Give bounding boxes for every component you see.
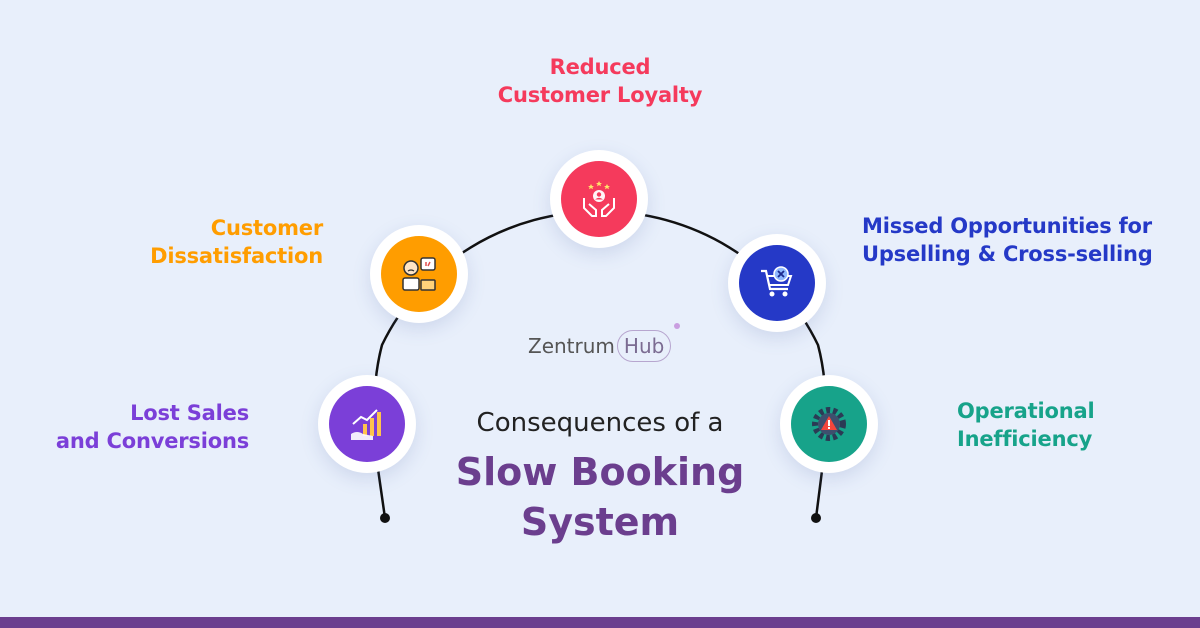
heading-title: Slow Booking System: [440, 447, 760, 547]
zentrum-hub-logo: Zentrum Hub: [528, 323, 681, 362]
node-lost-sales: [318, 375, 416, 473]
label-line: Missed Opportunities for: [862, 214, 1152, 238]
node-loyalty: [550, 150, 648, 248]
arc-end-right-dot: [811, 513, 821, 523]
logo-text-zentrum: Zentrum: [528, 334, 615, 358]
label-line: Operational: [957, 399, 1095, 423]
label-lost-sales: Lost Sales and Conversions: [30, 399, 249, 455]
label-line: Reduced: [549, 55, 651, 79]
arc-end-left-dot: [380, 513, 390, 523]
title-line: System: [520, 500, 680, 544]
label-line: Lost Sales: [130, 401, 249, 425]
node-inefficiency: [780, 375, 878, 473]
heading-subtitle: Consequences of a: [476, 408, 724, 438]
label-upselling: Missed Opportunities for Upselling & Cro…: [862, 212, 1182, 268]
label-line: Upselling & Cross-selling: [862, 242, 1153, 266]
label-dissatisfaction: Customer Dissatisfaction: [120, 214, 323, 270]
growth-chart-icon: [351, 409, 381, 440]
logo-text-hub: Hub: [616, 323, 681, 362]
bottom-bar: [0, 617, 1200, 628]
cart-cancel-icon: [761, 266, 793, 297]
loyalty-hands-icon: [583, 181, 615, 217]
label-loyalty: Reduced Customer Loyalty: [460, 53, 740, 109]
node-upselling: [728, 234, 826, 332]
label-line: Inefficiency: [957, 427, 1093, 451]
logo-dot: [674, 323, 681, 329]
label-line: Dissatisfaction: [150, 244, 323, 268]
node-dissatisfaction: [370, 225, 468, 323]
gear-warning-icon: [812, 407, 846, 441]
label-line: and Conversions: [55, 429, 249, 453]
logo-hub-label: Hub: [623, 334, 665, 358]
label-line: Customer: [210, 216, 323, 240]
unhappy-customer-icon: [402, 257, 436, 291]
title-line: Slow Booking: [455, 450, 745, 494]
label-inefficiency: Operational Inefficiency: [957, 397, 1157, 453]
label-line: Customer Loyalty: [497, 83, 703, 107]
